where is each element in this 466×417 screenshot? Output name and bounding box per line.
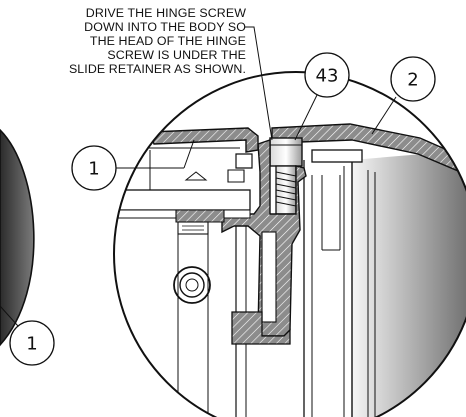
detail-circle-content: [114, 72, 466, 417]
note-line-1: DRIVE THE HINGE SCREW: [85, 6, 246, 20]
callout-part-2: 2: [371, 56, 436, 135]
note-line-5: SLIDE RETAINER AS SHOWN.: [68, 62, 246, 76]
note-line-4: SCREW IS UNDER THE: [107, 48, 246, 62]
callout-2-label: 2: [407, 70, 418, 91]
callout-part-43: 43: [294, 52, 350, 141]
note-line-2: DOWN INTO THE BODY SO: [84, 20, 246, 34]
note-line-3: THE HEAD OF THE HINGE: [89, 34, 246, 48]
callout-part-1-bottom: 1: [0, 305, 55, 366]
instruction-note: DRIVE THE HINGE SCREW DOWN INTO THE BODY…: [18, 6, 246, 76]
detail-circle-outline: [113, 71, 466, 417]
callout-43-label: 43: [316, 66, 339, 87]
note-leader-line: [245, 26, 273, 141]
left-partial-view: [0, 128, 35, 347]
callout-1-bottom-label: 1: [26, 334, 37, 355]
callout-1-top-label: 1: [88, 159, 99, 180]
callout-part-1-top: 1: [71, 139, 195, 191]
